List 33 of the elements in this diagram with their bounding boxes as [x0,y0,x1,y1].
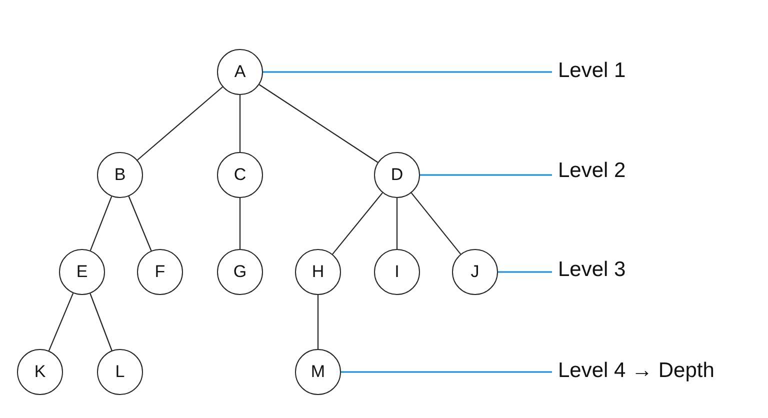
tree-node-circle: G [217,249,263,295]
tree-edge [48,293,74,351]
tree-node-circle: M [295,349,341,395]
tree-node-circle: C [217,152,263,198]
tree-node-circle: K [17,349,63,395]
tree-edge [239,198,241,249]
tree-node-circle: D [374,152,420,198]
tree-node-circle: J [452,249,498,295]
tree-edge [317,295,319,349]
tree-node-circle: B [97,152,143,198]
tree-edge [258,84,378,163]
leader-line [263,71,552,73]
level-label: Level 2 [558,159,626,183]
tree-node-circle: F [137,249,183,295]
tree-edge [128,196,152,251]
tree-node-circle: H [295,249,341,295]
tree-node-circle: I [374,249,420,295]
tree-edge [90,293,112,351]
tree-edge [239,95,241,152]
tree-node-circle: E [59,249,105,295]
leader-line [420,174,552,176]
tree-edge [332,192,383,255]
level-label: Level 3 [558,258,626,282]
leader-line [498,271,552,273]
leader-line [341,371,552,373]
tree-node-circle: A [217,49,263,95]
level-label: Level 1 [558,59,626,83]
tree-edge [410,192,462,254]
tree-edge [396,198,398,249]
level-label: Level 4 → Depth [558,359,714,383]
tree-node-circle: L [97,349,143,395]
tree-edge [90,196,112,251]
tree-edge [137,86,223,160]
